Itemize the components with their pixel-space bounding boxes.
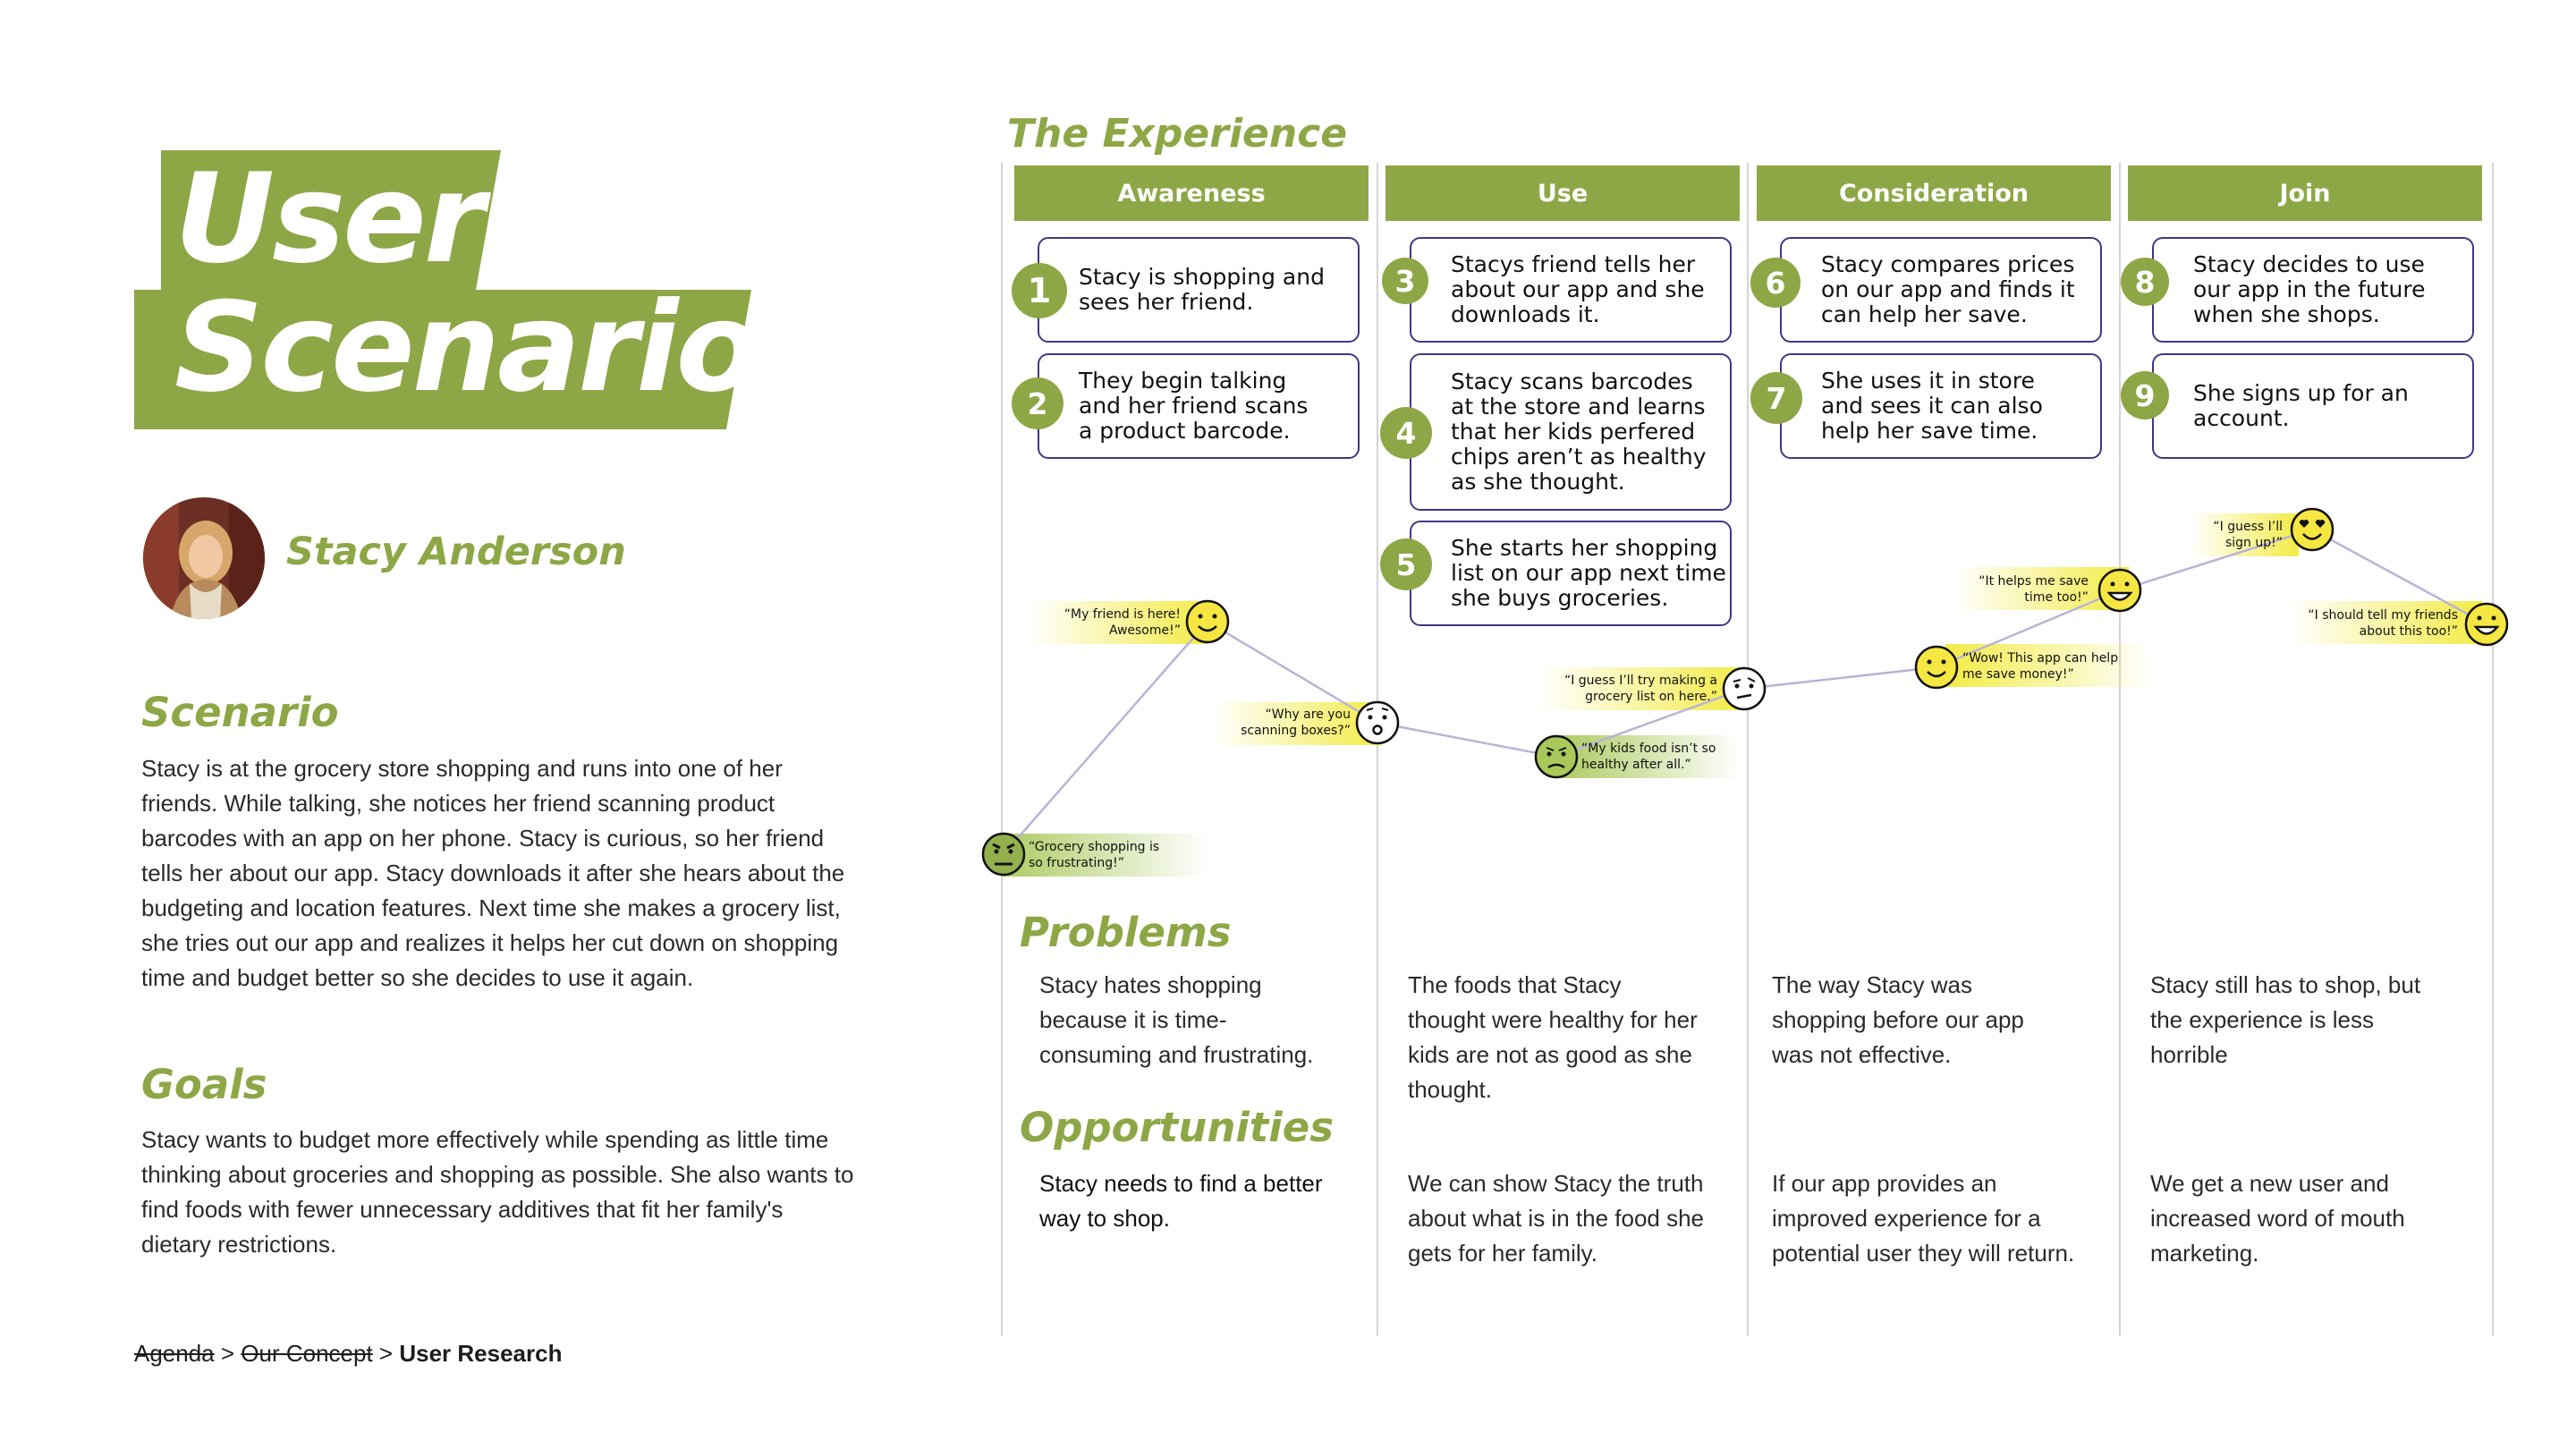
breadcrumb: Agenda > Our Concept > User Research (134, 1340, 563, 1367)
page-title-line1: User (174, 147, 485, 291)
step-number: 6 (1750, 258, 1801, 308)
step-number: 4 (1380, 407, 1432, 459)
phase-awareness: Awareness (1014, 165, 1368, 221)
problems-heading: Problems (1020, 909, 1232, 956)
grin-face-icon (2464, 602, 2509, 647)
breadcrumb-user-research: User Research (399, 1340, 563, 1367)
column-divider (1747, 163, 1749, 1336)
experience-heading: The Experience (1007, 111, 1348, 157)
step-number: 5 (1380, 538, 1432, 590)
goals-text: Stacy wants to budget more effectively w… (141, 1126, 854, 1258)
goals-heading: Goals (141, 1061, 267, 1108)
step-number: 3 (1382, 258, 1428, 304)
column-divider (2119, 163, 2121, 1336)
phase-consideration: Consideration (1757, 165, 2111, 221)
column-divider (1001, 163, 1003, 1336)
emotion-quote: “My friend is here!Awesome!” (1063, 607, 1181, 638)
page-title-line2: Scenario (174, 275, 760, 419)
scenario-heading: Scenario (141, 689, 339, 736)
step-number: 2 (1012, 377, 1063, 429)
step-number: 8 (2121, 258, 2169, 306)
title-banner (134, 150, 751, 429)
phase-use: Use (1385, 165, 1740, 221)
column-divider (2492, 163, 2494, 1336)
scenario-text: Stacy is at the grocery store shopping a… (141, 755, 845, 991)
step-number: 7 (1750, 372, 1802, 424)
smile-face-icon (1185, 599, 1230, 644)
worried-face-icon (1534, 734, 1579, 779)
angry-face-icon (981, 832, 1026, 877)
breadcrumb-agenda[interactable]: Agenda (134, 1340, 215, 1367)
surprised-face-icon (1355, 700, 1400, 745)
phase-join: Join (2128, 165, 2482, 221)
opportunities-heading: Opportunities (1020, 1104, 1335, 1151)
step-number: 1 (1012, 263, 1067, 318)
smile-face-icon (1914, 645, 1959, 690)
skeptical-face-icon (1722, 666, 1767, 711)
heart-eyes-face-icon (2290, 507, 2334, 552)
persona-name: Stacy Anderson (286, 530, 626, 574)
grin-face-icon (2097, 568, 2142, 613)
column-divider (1377, 163, 1378, 1336)
step-number: 9 (2121, 371, 2169, 419)
breadcrumb-our-concept[interactable]: Our Concept (241, 1340, 373, 1367)
